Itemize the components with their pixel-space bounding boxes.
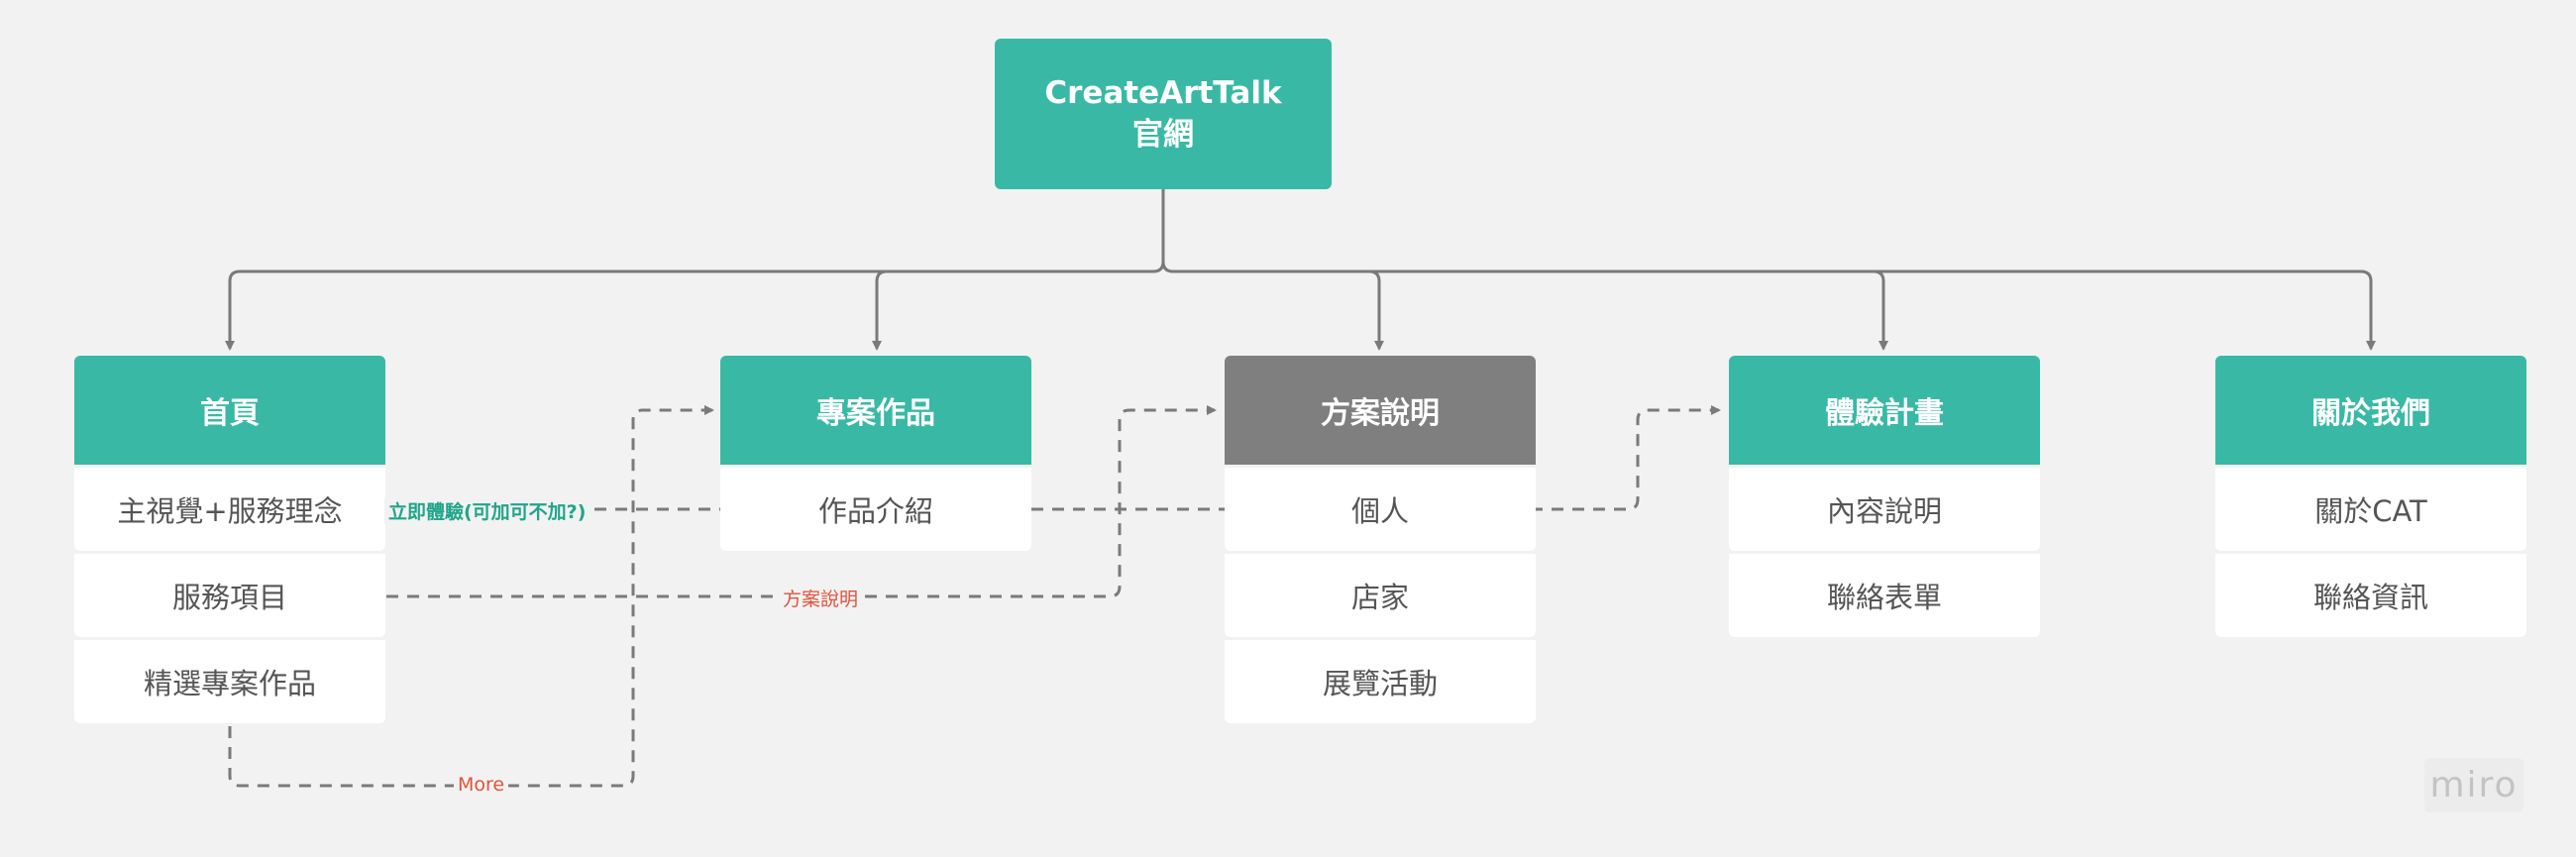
item-home-featured[interactable]: 精選專案作品: [74, 640, 385, 723]
item-experience-content[interactable]: 內容說明: [1729, 468, 2040, 551]
tree-connectors: [225, 189, 2376, 351]
connector-to-experience: [1173, 269, 1888, 351]
item-projects-intro[interactable]: 作品介紹: [720, 468, 1031, 551]
item-home-services[interactable]: 服務項目: [74, 554, 385, 637]
node-projects[interactable]: 專案作品: [720, 356, 1031, 465]
connector-to-about: [1874, 269, 2376, 351]
node-plans[interactable]: 方案說明: [1225, 356, 1536, 465]
dashed-links: [228, 405, 1721, 788]
item-about-contact[interactable]: 聯絡資訊: [2215, 554, 2526, 637]
item-about-cat[interactable]: 關於CAT: [2215, 468, 2526, 551]
node-home[interactable]: 首頁: [74, 356, 385, 465]
root-node[interactable]: CreateArtTalk 官網: [995, 39, 1332, 189]
root-subtitle: 官網: [1132, 117, 1194, 153]
connector-to-projects: [872, 269, 1153, 351]
link-try-now: [386, 405, 1721, 511]
node-about[interactable]: 關於我們: [2215, 356, 2526, 465]
edge-label-try-now: 立即體驗(可加可不加?): [384, 497, 590, 524]
edge-label-more: More: [454, 774, 509, 796]
link-plan: [386, 405, 1217, 598]
root-trunk: [225, 189, 1165, 351]
node-experience[interactable]: 體驗計畫: [1729, 356, 2040, 465]
item-home-hero[interactable]: 主視覺+服務理念: [74, 468, 385, 551]
edge-label-plan: 方案說明: [779, 585, 863, 611]
item-plans-exhibition[interactable]: 展覽活動: [1225, 640, 1536, 723]
miro-watermark: miro: [2424, 758, 2523, 812]
item-plans-store[interactable]: 店家: [1225, 554, 1536, 637]
item-experience-form[interactable]: 聯絡表單: [1729, 554, 2040, 637]
item-plans-personal[interactable]: 個人: [1225, 468, 1536, 551]
root-title: CreateArtTalk: [1044, 75, 1282, 111]
connector-to-plans: [1161, 261, 1384, 351]
